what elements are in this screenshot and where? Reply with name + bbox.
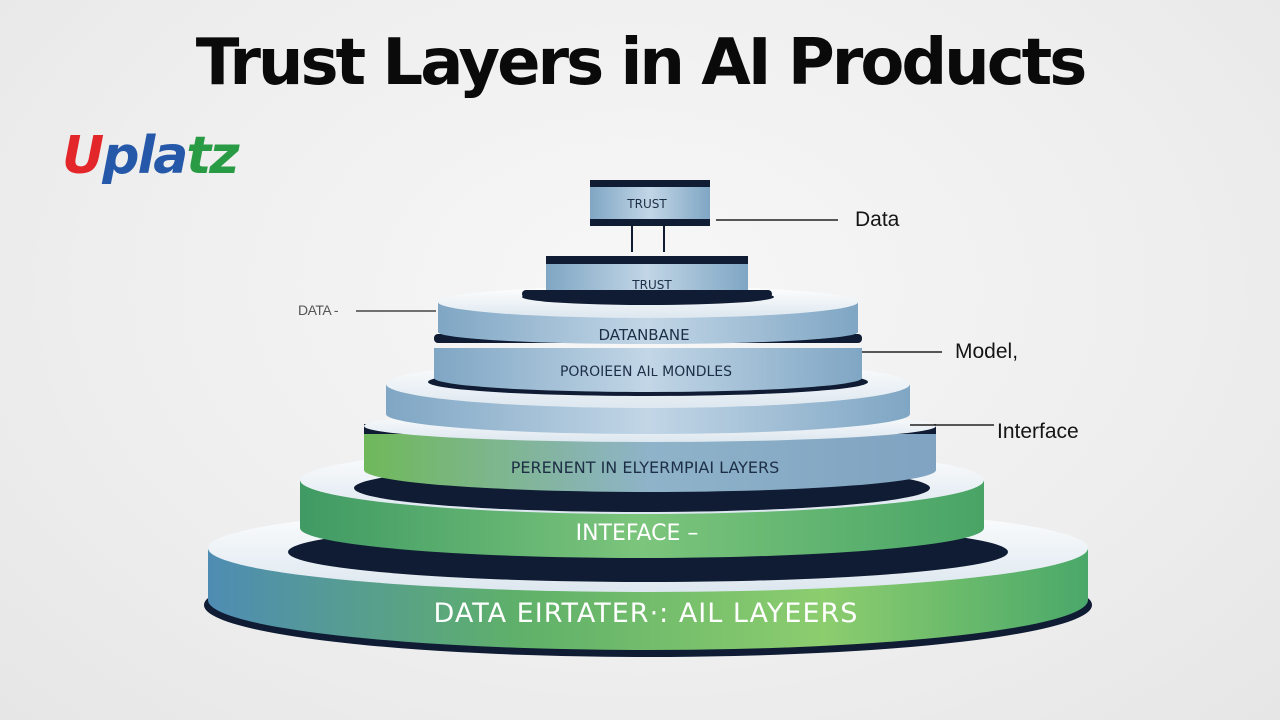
tier-2-label: TRUST [631, 278, 672, 292]
tier-6-label: PERENENT IN ELYERMPIAI LAYERS [511, 458, 780, 477]
leader-lines [356, 219, 994, 426]
tier-7-label: INTEFACE – [576, 521, 699, 546]
side-label-model: Model, [955, 340, 1019, 363]
tier-3-label: DATANBANE [598, 326, 689, 344]
tier-trust-top [590, 180, 710, 226]
tier-trust-middle [522, 256, 772, 298]
side-label-data-small: DATA - [298, 302, 339, 318]
tier-8-label: DATA EIRTATER·: AIL LAYEERS [434, 598, 859, 629]
logo-part-pla: pla [102, 126, 188, 186]
uplatz-logo: Uplatz [62, 126, 240, 186]
page-title: Trust Layers in AI Products [195, 26, 1088, 100]
tier-1-label: TRUST [626, 197, 667, 211]
logo-part-u: U [62, 126, 104, 186]
side-label-interface: Interface [997, 420, 1079, 443]
logo-part-tz: tz [186, 126, 239, 186]
connector-stems [631, 226, 665, 252]
tier-4-label: POROIEEN AIʟ MONDLES [560, 364, 732, 380]
side-label-data: Data [855, 208, 900, 231]
